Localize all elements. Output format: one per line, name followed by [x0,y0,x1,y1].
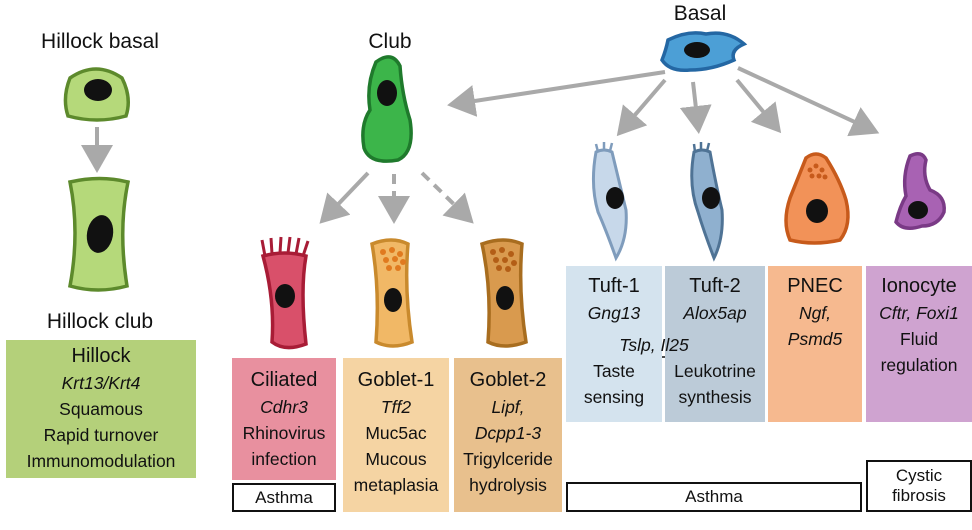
goblet1-cell [370,238,414,348]
disease-cf-line1: Cystic [895,466,943,485]
pnec-title: PNEC [787,275,843,297]
goblet2-markers2: Dcpp1-3 [474,423,542,443]
pnec-markers1: Ngf, [798,303,832,323]
ciliated-line1: Rhinovirus [242,423,326,443]
hillock-title: Hillock [71,345,131,367]
hillock-info-box: Hillock Krt13/Krt4 Squamous Rapid turnov… [6,340,196,478]
disease-asthma-tuft-text: Asthma [685,487,743,506]
arrow-basal-to-club [447,70,666,117]
tuft1-info-box: Tuft-1 Gng13 Taste sensing [566,266,662,422]
tuft2-markers: Alox5ap [683,303,747,323]
disease-cf-line2: fibrosis [892,486,946,505]
goblet2-markers1: Lipf, [491,397,525,417]
ciliated-title: Ciliated [250,369,318,391]
arrow-basal-to-ionocyte [737,66,880,137]
hillock-line1: Squamous [59,399,143,419]
arrow-basal-to-tuft2 [679,81,712,134]
lineage-arrows [81,66,880,224]
tuft2-info-box: Tuft-2 Alox5ap Leukotrine synthesis [665,266,765,422]
pnec-markers2: Psmd5 [787,329,843,349]
goblet1-line2: Mucous [365,449,427,469]
goblet2-cell [479,238,528,348]
tuft1-title: Tuft-1 [588,275,640,297]
ciliated-cell [260,236,310,350]
ionocyte-title: Ionocyte [881,275,957,297]
goblet1-line3: metaplasia [353,475,439,495]
goblet2-title: Goblet-2 [469,369,547,391]
arrow-club-to-ciliated [319,171,370,224]
tuft1-markers: Gng13 [587,303,641,323]
label-hillock-basal: Hillock basal [41,30,159,53]
hillock-basal-cell [63,67,130,122]
hillock-markers: Krt13/Krt4 [61,373,141,393]
goblet2-line1: Trigylceride [463,449,553,469]
arrow-club-to-goblet2 [420,171,474,224]
ionocyte-line1: Fluid [900,329,938,349]
hillock-club-cell [67,176,131,292]
arrow-basal-to-tuft1 [616,78,667,137]
tuft2-cell [690,142,724,262]
goblet1-line1: Muc5ac [365,423,427,443]
disease-asthma-ciliated: Asthma [232,483,336,512]
ionocyte-markers: Cftr, Foxi1 [879,303,959,323]
arrow-basal-to-pnec [735,78,782,134]
disease-asthma-ciliated-text: Asthma [255,487,313,507]
basal-cell [660,31,748,73]
tuft1-cell [591,142,628,262]
pnec-cell [784,152,850,245]
disease-asthma-tuft: Asthma [566,482,862,512]
ionocyte-line2: regulation [880,355,958,375]
tuft2-line1: Leukotrine [674,361,756,381]
label-hillock-club: Hillock club [46,310,154,333]
label-club: Club [368,30,412,53]
ciliated-info-box: Ciliated Cdhr3 Rhinovirus infection [232,358,336,480]
goblet2-info-box: Goblet-2 Lipf, Dcpp1-3 Trigylceride hydr… [454,358,562,512]
hillock-line2: Rapid turnover [43,425,159,445]
ionocyte-cell [894,152,946,230]
ionocyte-info-box: Ionocyte Cftr, Foxi1 Fluid regulation [866,266,972,422]
club-cell [361,55,413,163]
tuft2-line2: synthesis [678,387,752,407]
tuft1-line1: Taste [593,361,635,381]
tuft-shared-markers: Tslp, Il25 [619,335,689,355]
goblet1-info-box: Goblet-1 Tff2 Muc5ac Mucous metaplasia [343,358,449,512]
ciliated-markers: Cdhr3 [260,397,308,417]
goblet1-title: Goblet-1 [357,369,435,391]
label-basal: Basal [673,2,727,25]
hillock-line3: Immunomodulation [26,451,176,471]
tuft2-title: Tuft-2 [689,275,741,297]
goblet2-line2: hydrolysis [469,475,547,495]
goblet1-markers: Tff2 [380,397,412,417]
ciliated-line2: infection [251,449,317,469]
pnec-info-box: PNEC Ngf, Psmd5 [768,266,862,422]
disease-cystic-fibrosis: Cystic fibrosis [866,460,972,512]
tuft1-line2: sensing [583,387,645,407]
